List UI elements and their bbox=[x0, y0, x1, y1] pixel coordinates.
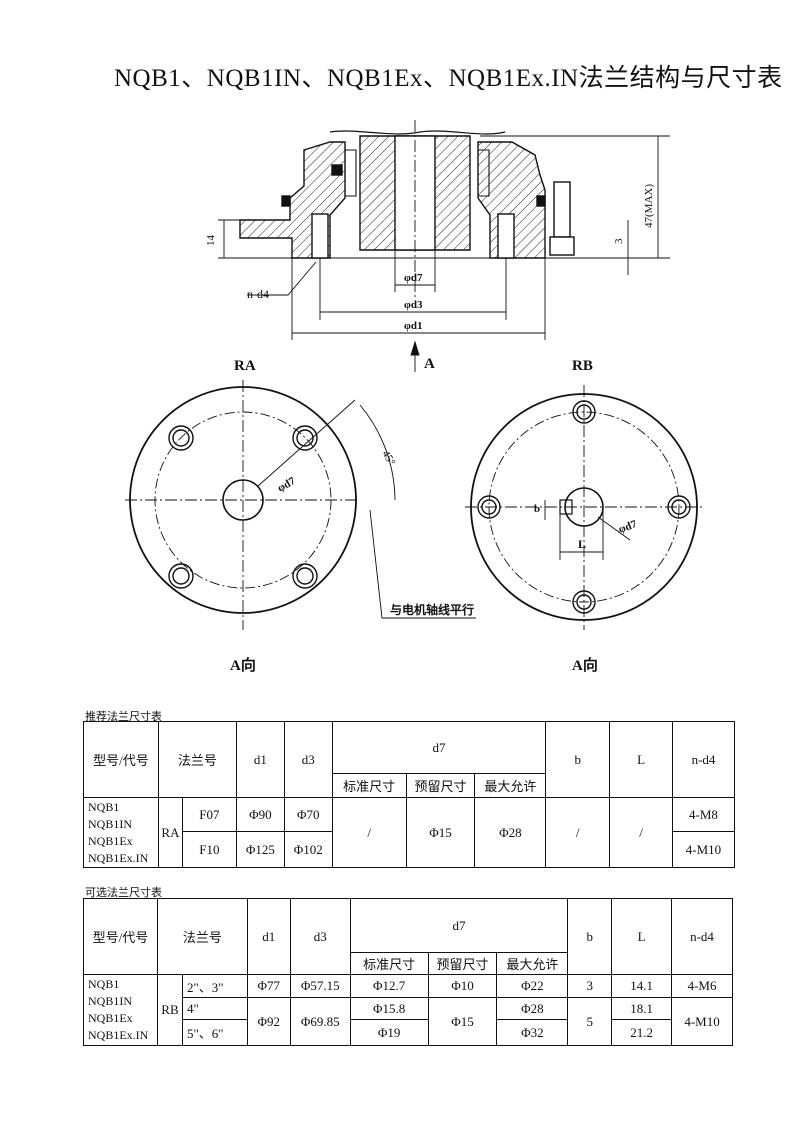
t2-r3-std: Φ19 bbox=[349, 1019, 429, 1046]
angle-45-label: 45° bbox=[379, 449, 397, 468]
t2-r1-b: 3 bbox=[567, 974, 613, 998]
d7-dim-label: φd7 bbox=[404, 272, 423, 284]
arrow-A-label: A bbox=[424, 356, 435, 372]
section-dimensions bbox=[218, 135, 670, 372]
t1-d7-max: Φ28 bbox=[474, 797, 547, 868]
t2-header-nd4: n-d4 bbox=[671, 898, 733, 975]
t2-r23-res: Φ15 bbox=[427, 997, 498, 1046]
rb-d7-label: φd7 bbox=[617, 518, 639, 536]
t1-header-L: L bbox=[609, 721, 673, 798]
t1-header-max: 最大允许 bbox=[474, 773, 547, 798]
t2-r1-nd4: 4-M6 bbox=[671, 974, 733, 998]
view-RA-label: RA bbox=[234, 358, 256, 374]
t2-header-std: 标准尺寸 bbox=[349, 952, 429, 975]
dim-14-label: 14 bbox=[205, 235, 217, 247]
t2-flange-type: RB bbox=[156, 974, 183, 1046]
rb-L-label: L bbox=[578, 537, 586, 551]
t1-header-d3: d3 bbox=[283, 721, 333, 798]
t2-r3-flange: 5"、6" bbox=[181, 1019, 248, 1046]
view-RB-label: RB bbox=[572, 358, 593, 374]
t2-r3-max: Φ32 bbox=[496, 1019, 569, 1046]
t1-flange-type: RA bbox=[157, 797, 183, 868]
t1-header-flange: 法兰号 bbox=[157, 721, 237, 798]
rb-b-label: b bbox=[534, 503, 540, 515]
t2-r23-nd4: 4-M10 bbox=[671, 997, 733, 1046]
t1-header-d1: d1 bbox=[235, 721, 285, 798]
t1-model-4: NQB1Ex.IN bbox=[88, 850, 149, 865]
recommended-flange-table: 型号/代号 法兰号 d1 d3 d7 b L n-d4 标准尺寸 预留尺寸 最大… bbox=[83, 721, 735, 868]
t1-header-res: 预留尺寸 bbox=[405, 773, 476, 798]
t2-r23-b: 5 bbox=[567, 997, 613, 1046]
ra-view bbox=[125, 380, 476, 630]
t2-model-4: NQB1Ex.IN bbox=[88, 1028, 149, 1042]
dir-A-left-label: A向 bbox=[230, 656, 256, 674]
t2-r1-std: Φ12.7 bbox=[349, 974, 429, 998]
t2-models-cell: NQB1 NQB1IN NQB1Ex NQB1Ex.IN bbox=[83, 974, 158, 1046]
t1-L: / bbox=[609, 797, 673, 868]
t2-header-d7: d7 bbox=[349, 898, 569, 953]
t2-header-b: b bbox=[567, 898, 613, 975]
t1-r1-nd4: 4-M8 bbox=[672, 797, 735, 832]
t2-header-flange: 法兰号 bbox=[156, 898, 248, 975]
t1-model-2: NQB1IN bbox=[88, 816, 132, 831]
parallel-note: 与电机轴线平行 bbox=[390, 602, 474, 617]
dim-3-label: 3 bbox=[613, 238, 625, 244]
t2-r2-std: Φ15.8 bbox=[349, 997, 429, 1020]
rb-view bbox=[465, 385, 705, 630]
t1-r1-flange: F07 bbox=[181, 797, 237, 832]
nd4-label: n-d4 bbox=[247, 287, 269, 301]
t2-r1-max: Φ22 bbox=[496, 974, 569, 998]
t2-r1-flange: 2"、3" bbox=[181, 974, 248, 998]
t2-header-L: L bbox=[611, 898, 673, 975]
t1-d7-res: Φ15 bbox=[405, 797, 476, 868]
t1-model-1: NQB1 bbox=[88, 799, 120, 814]
t2-model-1: NQB1 bbox=[88, 977, 120, 991]
t2-header-d1: d1 bbox=[246, 898, 291, 975]
t2-r3-L: 21.2 bbox=[611, 1019, 673, 1046]
dir-A-right-label: A向 bbox=[572, 656, 598, 674]
t1-r2-flange: F10 bbox=[181, 831, 237, 868]
table1-caption: 推荐法兰尺寸表 bbox=[85, 711, 162, 723]
t1-r1-d1: Φ90 bbox=[235, 797, 285, 832]
page-title: NQB1、NQB1IN、NQB1Ex、NQB1Ex.IN法兰结构与尺寸表 bbox=[114, 65, 783, 92]
t1-header-model: 型号/代号 bbox=[83, 721, 159, 798]
t1-header-std: 标准尺寸 bbox=[331, 773, 407, 798]
t2-header-d3: d3 bbox=[289, 898, 351, 975]
t1-b: / bbox=[545, 797, 611, 868]
t2-r2-max: Φ28 bbox=[496, 997, 569, 1020]
table2-caption: 可选法兰尺寸表 bbox=[85, 887, 162, 899]
t1-r1-d3: Φ70 bbox=[283, 797, 333, 832]
t2-r1-d3: Φ57.15 bbox=[289, 974, 351, 998]
t2-r1-res: Φ10 bbox=[427, 974, 498, 998]
section-view bbox=[239, 120, 640, 300]
t2-header-model: 型号/代号 bbox=[83, 898, 158, 975]
t2-model-2: NQB1IN bbox=[88, 994, 132, 1008]
t2-header-max: 最大允许 bbox=[496, 952, 569, 975]
d1-dim-label: φd1 bbox=[404, 320, 422, 332]
t2-r2-L: 18.1 bbox=[611, 997, 673, 1020]
t1-r2-d3: Φ102 bbox=[283, 831, 333, 868]
t2-r1-d1: Φ77 bbox=[246, 974, 291, 998]
optional-flange-table: 型号/代号 法兰号 d1 d3 d7 b L n-d4 标准尺寸 预留尺寸 最大… bbox=[83, 898, 733, 1046]
t2-r23-d1: Φ92 bbox=[246, 997, 291, 1046]
t1-r2-nd4: 4-M10 bbox=[672, 831, 735, 868]
t1-models-cell: NQB1 NQB1IN NQB1Ex NQB1Ex.IN bbox=[83, 797, 159, 868]
flange-drawing: 14 47(MAX) 3 n-d4 φd7 φd3 φd1 A RA 45° φ… bbox=[125, 120, 705, 674]
t2-model-3: NQB1Ex bbox=[88, 1011, 133, 1025]
t1-header-nd4: n-d4 bbox=[672, 721, 735, 798]
t1-header-d7: d7 bbox=[331, 721, 547, 774]
t2-header-res: 预留尺寸 bbox=[427, 952, 498, 975]
t1-header-b: b bbox=[545, 721, 611, 798]
dim-47-label: 47(MAX) bbox=[643, 184, 655, 228]
t1-model-3: NQB1Ex bbox=[88, 833, 133, 848]
d3-dim-label: φd3 bbox=[404, 299, 423, 311]
t2-r1-L: 14.1 bbox=[611, 974, 673, 998]
t2-r23-d3: Φ69.85 bbox=[289, 997, 351, 1046]
t1-r2-d1: Φ125 bbox=[235, 831, 285, 868]
t1-d7-std: / bbox=[331, 797, 407, 868]
t2-r2-flange: 4" bbox=[181, 997, 248, 1020]
ra-d7-label: φd7 bbox=[276, 475, 298, 495]
